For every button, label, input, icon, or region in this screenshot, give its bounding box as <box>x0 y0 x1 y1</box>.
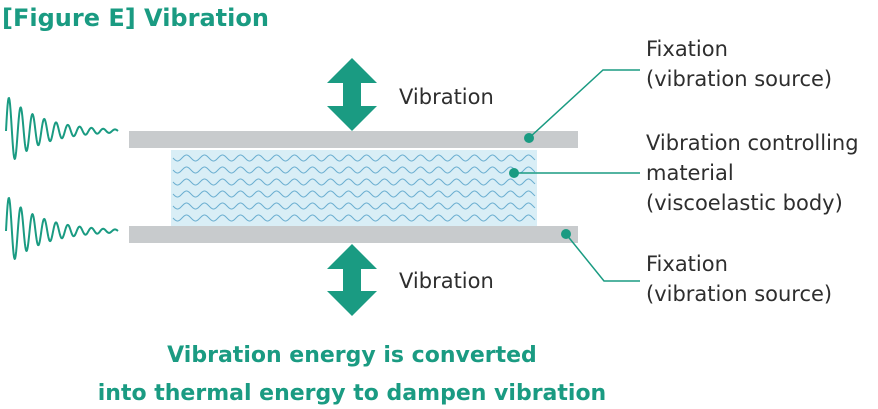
fixation-top-label-line2: (vibration source) <box>646 67 832 91</box>
material-wave-line <box>172 178 536 186</box>
viscoelastic-material-block <box>171 150 537 226</box>
material-wave-line <box>172 166 536 174</box>
material-label-line3: (viscoelastic body) <box>646 191 843 215</box>
leader-line-bottom-fixation <box>561 229 640 282</box>
leader-line-top-fixation <box>524 69 640 143</box>
caption-line2: into thermal energy to dampen vibration <box>98 381 606 406</box>
material-wave-line <box>172 202 536 210</box>
fixation-bottom-label-line1: Fixation <box>646 252 728 276</box>
leader-line-material <box>509 168 640 178</box>
damped-signal-top-icon <box>5 97 119 160</box>
caption-line1: Vibration energy is converted <box>167 343 537 368</box>
double-headed-arrow-bottom-icon <box>327 244 377 316</box>
material-label-line1: Vibration controlling <box>646 131 859 155</box>
double-headed-arrow-top-icon <box>327 58 377 131</box>
damped-signal-bottom-icon <box>5 197 119 260</box>
material-label-line2: material <box>646 161 734 185</box>
fixation-top-label-line1: Fixation <box>646 37 728 61</box>
bottom-fixation-plate <box>129 226 578 243</box>
vibration-label-top: Vibration <box>399 85 494 109</box>
material-wave-line <box>172 190 536 198</box>
material-wave-line <box>172 154 536 162</box>
material-wave-line <box>172 214 536 222</box>
material-wave-pattern <box>172 154 536 222</box>
vibration-label-bottom: Vibration <box>399 269 494 293</box>
fixation-bottom-label-line2: (vibration source) <box>646 282 832 306</box>
figure-title: [Figure E] Vibration <box>2 4 269 32</box>
top-fixation-plate <box>129 131 578 148</box>
